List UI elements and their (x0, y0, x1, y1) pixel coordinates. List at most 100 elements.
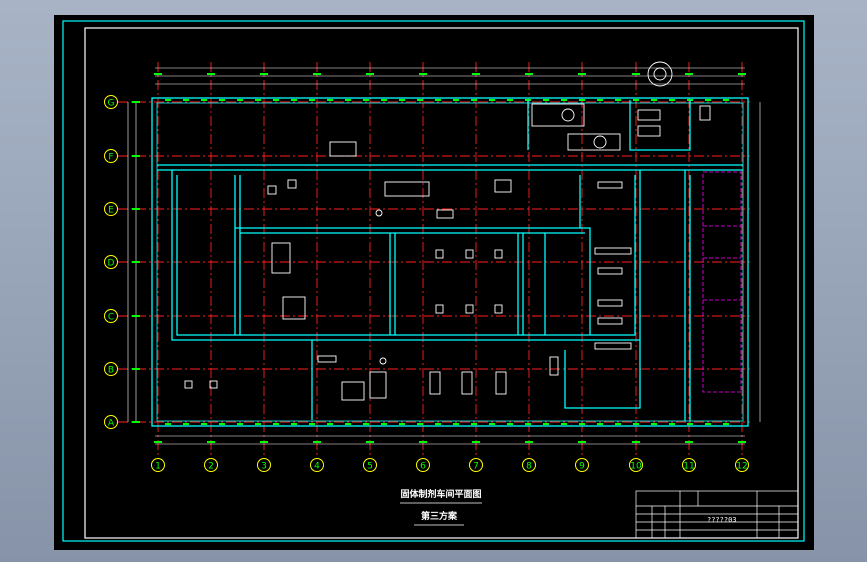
dim-tick (154, 441, 162, 443)
wall-mark (255, 423, 261, 425)
col-axis-bubble: 10 (629, 458, 643, 472)
row-axis-label: A (108, 419, 115, 429)
wall-mark (669, 423, 675, 425)
wall-mark (597, 99, 603, 101)
dim-tick (738, 73, 746, 75)
wall-mark (453, 423, 459, 425)
row-axis-bubble: G (104, 95, 118, 109)
drawing-title: 固体制剂车间平面图 (400, 488, 481, 500)
wall-mark (651, 99, 657, 101)
wall-mark (417, 423, 423, 425)
dim-tick (313, 73, 321, 75)
wall-mark (561, 99, 567, 101)
row-axis-bubble: B (104, 362, 118, 376)
inner-frame (84, 27, 799, 539)
wall-mark (705, 423, 711, 425)
wall-mark (579, 423, 585, 425)
wall-mark (615, 423, 621, 425)
dim-tick (738, 441, 746, 443)
wall-mark (723, 99, 729, 101)
wall-mark (417, 99, 423, 101)
col-axis-label: 9 (579, 462, 585, 472)
col-axis-bubble: 6 (416, 458, 430, 472)
wall-mark (399, 423, 405, 425)
dim-tick (132, 368, 140, 370)
row-axis-label: F (108, 153, 113, 163)
wall-mark (507, 99, 513, 101)
wall-mark (723, 423, 729, 425)
col-axis-bubble: 1 (151, 458, 165, 472)
col-axis-label: 2 (208, 462, 214, 472)
row-axis-bubble: E (104, 202, 118, 216)
title-block (635, 490, 799, 539)
axis-lines (118, 62, 750, 456)
wall-mark (309, 423, 315, 425)
wall-mark (669, 99, 675, 101)
wall-mark (705, 99, 711, 101)
dim-tick (132, 101, 140, 103)
wall-mark (633, 99, 639, 101)
walls (151, 97, 749, 427)
col-axis-label: 6 (420, 462, 426, 472)
wall-mark (219, 99, 225, 101)
wall-mark (597, 423, 603, 425)
wall-mark (687, 423, 693, 425)
col-axis-bubble: 8 (522, 458, 536, 472)
row-axis-bubble: F (104, 149, 118, 163)
col-axis-label: 8 (526, 462, 532, 472)
wall-mark (345, 423, 351, 425)
dim-tick (685, 441, 693, 443)
outer-frame (62, 20, 805, 542)
wall-mark (363, 99, 369, 101)
wall-mark (543, 99, 549, 101)
wall-mark (453, 99, 459, 101)
row-axis-bubble: A (104, 415, 118, 429)
dim-tick (207, 73, 215, 75)
wall-mark (471, 99, 477, 101)
dim-tick (578, 441, 586, 443)
dim-tick (472, 441, 480, 443)
wall-mark (489, 423, 495, 425)
wall-mark (525, 423, 531, 425)
dim-tick (525, 73, 533, 75)
dim-tick (132, 421, 140, 423)
wall-mark (219, 423, 225, 425)
col-axis-bubble: 11 (682, 458, 696, 472)
row-axis-label: B (108, 366, 114, 376)
wall-mark (165, 423, 171, 425)
col-axis-bubble: 9 (575, 458, 589, 472)
wall-mark (291, 423, 297, 425)
dim-tick (154, 73, 162, 75)
dim-tick (525, 441, 533, 443)
wall-mark (633, 423, 639, 425)
wall-mark (201, 99, 207, 101)
wall-mark (255, 99, 261, 101)
row-axis-bubble: D (104, 255, 118, 269)
col-axis-label: 4 (314, 462, 320, 472)
dim-tick (685, 73, 693, 75)
col-axis-label: 12 (736, 462, 747, 472)
row-axis-label: D (108, 259, 115, 269)
dim-tick (419, 441, 427, 443)
wall-mark (579, 99, 585, 101)
wall-mark (273, 99, 279, 101)
dim-tick (632, 441, 640, 443)
wall-mark (183, 99, 189, 101)
dim-tick (207, 441, 215, 443)
wall-mark (273, 423, 279, 425)
col-axis-label: 10 (630, 462, 642, 472)
wall-mark (381, 99, 387, 101)
dim-tick (132, 315, 140, 317)
wall-mark (327, 99, 333, 101)
wall-mark (309, 99, 315, 101)
wall-mark (345, 99, 351, 101)
wall-mark (201, 423, 207, 425)
wall-mark (165, 99, 171, 101)
col-axis-label: 11 (683, 462, 694, 472)
wall-mark (237, 423, 243, 425)
col-axis-bubble: 4 (310, 458, 324, 472)
